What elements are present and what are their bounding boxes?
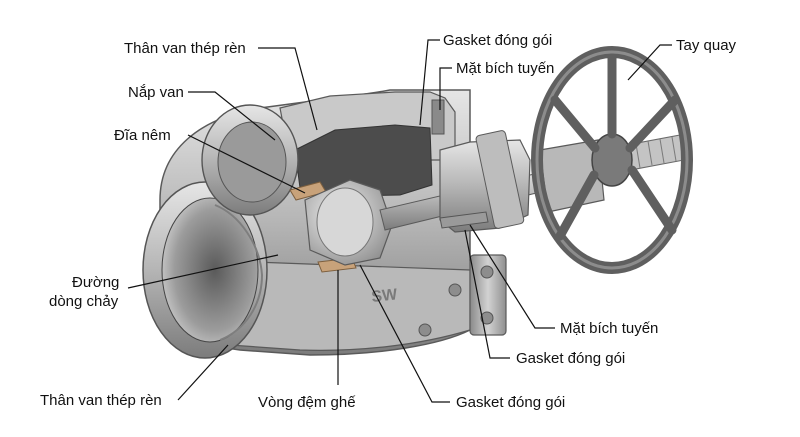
label-flow-path-line1: Đường <box>72 274 119 291</box>
leader-bonnet <box>188 91 276 141</box>
leader-forged-body-bottom <box>177 344 229 401</box>
label-wedge-disc: Đĩa nêm <box>114 127 171 144</box>
label-gland-flange-right: Mặt bích tuyến <box>560 320 658 337</box>
leader-lines <box>127 39 672 403</box>
label-bonnet: Nắp van <box>128 84 184 101</box>
body-marking: SW <box>371 286 399 306</box>
label-packing-gasket-bottom: Gasket đóng gói <box>456 394 565 411</box>
label-packing-gasket-right: Gasket đóng gói <box>516 350 625 367</box>
label-packing-gasket-top: Gasket đóng gói <box>443 32 552 49</box>
label-handwheel: Tay quay <box>676 37 737 54</box>
valve-illustration: SW <box>142 46 693 359</box>
leader-wedge-disc <box>187 134 306 194</box>
leader-packing-gasket-right <box>464 229 510 359</box>
label-forged-body-bottom: Thân van thép rèn <box>40 392 162 409</box>
leader-handwheel <box>627 44 672 81</box>
label-seat-ring: Vòng đệm ghế <box>258 394 356 411</box>
leader-forged-body-top <box>258 47 318 131</box>
label-flow-path-line2: dòng chảy <box>49 293 119 310</box>
callout-labels: Thân van thép rèn Nắp van Đĩa nêm Đường … <box>40 32 737 411</box>
leader-packing-gasket-bottom <box>359 264 450 403</box>
gland-assembly <box>431 99 605 233</box>
wedge-disc <box>304 179 393 266</box>
leader-gland-flange-right <box>469 224 555 329</box>
leader-gland-flange-top <box>439 67 452 110</box>
handwheel <box>531 46 693 274</box>
label-gland-flange-top: Mặt bích tuyến <box>456 60 554 77</box>
leader-packing-gasket-top <box>419 39 440 126</box>
leader-flow-path <box>127 254 279 289</box>
label-forged-body-top: Thân van thép rèn <box>124 40 246 57</box>
